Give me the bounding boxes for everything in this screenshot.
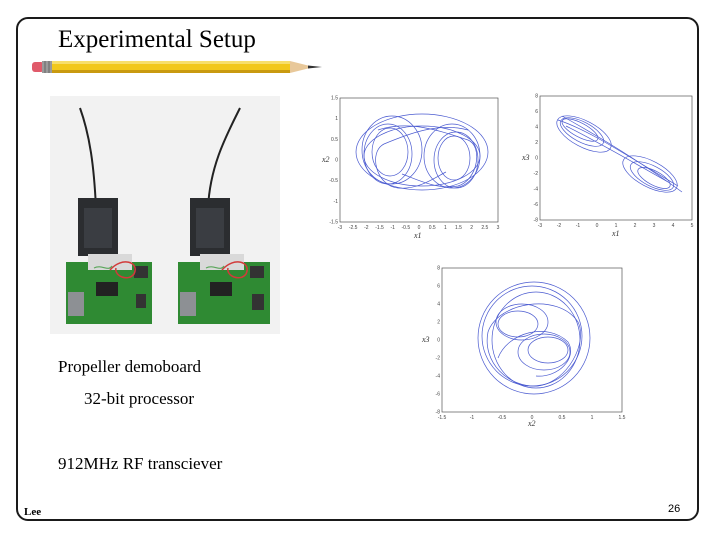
- y-tick-label: -2: [534, 171, 539, 177]
- xticks-x1-x2: -3 -2.5 -2 -1.5 -1 -0.5 0 0.5 1 1.5 2 2.5 3: [338, 225, 500, 231]
- y-tick-label: 0: [437, 338, 440, 344]
- x-tick-label: 4: [672, 223, 675, 229]
- y-tick-label: 0: [535, 156, 538, 162]
- x-tick-label: 1: [444, 225, 447, 231]
- propeller-boards-photo: [50, 96, 280, 334]
- x-tick-label: -2: [557, 223, 562, 229]
- slide-title: Experimental Setup: [58, 26, 256, 53]
- y-tick-label: -1: [334, 199, 339, 205]
- xticks-x2-x3: -1.5 -1 -0.5 0 0.5 1 1.5: [438, 415, 626, 421]
- x-tick-label: -3: [538, 223, 543, 229]
- y-tick-label: 6: [535, 109, 538, 115]
- x-tick-label: 0: [418, 225, 421, 231]
- y-tick-label: -0.5: [329, 178, 338, 184]
- left-board-image: [66, 107, 152, 324]
- xlabel-x2-x3: x2: [527, 419, 536, 428]
- attractor-trace-x1-x3: [556, 115, 683, 193]
- y-tick-label: -6: [436, 392, 441, 398]
- pencil-icon: [32, 61, 322, 73]
- attractor-trace-x1-x2: [355, 113, 489, 191]
- y-tick-label: -6: [534, 202, 539, 208]
- x-tick-label: 3: [497, 225, 500, 231]
- x-tick-label: 2: [634, 223, 637, 229]
- x-tick-label: 2.5: [481, 225, 488, 231]
- y-tick-label: 6: [437, 284, 440, 290]
- ylabel-x1-x2: x2: [321, 155, 330, 164]
- x-tick-label: -1: [390, 225, 395, 231]
- x-tick-label: -2: [364, 225, 369, 231]
- phase-plot-x1-x2: 1.5 1 0.5 0 -0.5 -1 -1.5 -3 -2.5 -2 -1.5 -1 -0.5 0 0.…: [321, 96, 500, 241]
- x-tick-label: 3: [653, 223, 656, 229]
- y-tick-label: 2: [535, 140, 538, 146]
- x-tick-label: -1: [576, 223, 581, 229]
- y-tick-label: -2: [436, 356, 441, 362]
- y-tick-label: 8: [437, 266, 440, 272]
- yticks-x1-x3: 8 6 4 2 0 -2 -4 -6 -8: [534, 94, 539, 224]
- x-tick-label: 1: [615, 223, 618, 229]
- x-tick-label: -1: [470, 415, 475, 421]
- x-tick-label: -3: [338, 225, 343, 231]
- x-tick-label: 5: [691, 223, 694, 229]
- ylabel-x2-x3: x3: [421, 335, 430, 344]
- yticks-x1-x2: 1.5 1 0.5 0 -0.5 -1 -1.5: [329, 96, 338, 226]
- caption-32bit-processor: 32-bit processor: [84, 389, 195, 408]
- x-tick-label: 1.5: [455, 225, 462, 231]
- x-tick-label: -1.5: [375, 225, 384, 231]
- x-tick-label: 1: [591, 415, 594, 421]
- caption-propeller-demoboard: Propeller demoboard: [58, 357, 202, 376]
- y-tick-label: -4: [534, 187, 539, 193]
- x-tick-label: -0.5: [402, 225, 411, 231]
- x-tick-label: 1.5: [619, 415, 626, 421]
- yticks-x2-x3: 8 6 4 2 0 -2 -4 -6 -8: [436, 266, 441, 416]
- y-tick-label: -4: [436, 374, 441, 380]
- y-tick-label: 1: [335, 116, 338, 122]
- y-tick-label: -8: [534, 218, 539, 224]
- x-tick-label: 0: [531, 415, 534, 421]
- y-tick-label: 2: [437, 320, 440, 326]
- y-tick-label: 8: [535, 94, 538, 100]
- x-tick-label: -2.5: [349, 225, 358, 231]
- footer-author: Lee: [24, 506, 42, 518]
- phase-plot-x1-x3: 8 6 4 2 0 -2 -4 -6 -8 -3 -2 -1 0 1 2 3 4 5 x1 x3: [521, 94, 694, 239]
- x-tick-label: 0: [596, 223, 599, 229]
- y-tick-label: 4: [437, 302, 440, 308]
- y-tick-label: -8: [436, 410, 441, 416]
- caption-rf-transceiver: 912MHz RF transciever: [58, 454, 223, 473]
- ylabel-x1-x3: x3: [521, 153, 530, 162]
- xticks-x1-x3: -3 -2 -1 0 1 2 3 4 5: [538, 223, 694, 229]
- y-tick-label: -1.5: [329, 220, 338, 226]
- y-tick-label: 0.5: [331, 137, 338, 143]
- attractor-trace-x2-x3: [477, 281, 591, 395]
- x-tick-label: -0.5: [498, 415, 507, 421]
- page-number: 26: [668, 503, 681, 515]
- xlabel-x1-x2: x1: [413, 231, 422, 240]
- phase-plot-x2-x3: 8 6 4 2 0 -2 -4 -6 -8 -1.5 -1 -0.5 0 0.5 1 1.5 x2 x3: [421, 266, 626, 429]
- y-tick-label: 4: [535, 125, 538, 131]
- x-tick-label: -1.5: [438, 415, 447, 421]
- xlabel-x1-x3: x1: [611, 229, 620, 238]
- x-tick-label: 2: [470, 225, 473, 231]
- x-tick-label: 0.5: [559, 415, 566, 421]
- y-tick-label: 0: [335, 158, 338, 164]
- right-board-image: [178, 107, 270, 324]
- x-tick-label: 0.5: [429, 225, 436, 231]
- y-tick-label: 1.5: [331, 96, 338, 102]
